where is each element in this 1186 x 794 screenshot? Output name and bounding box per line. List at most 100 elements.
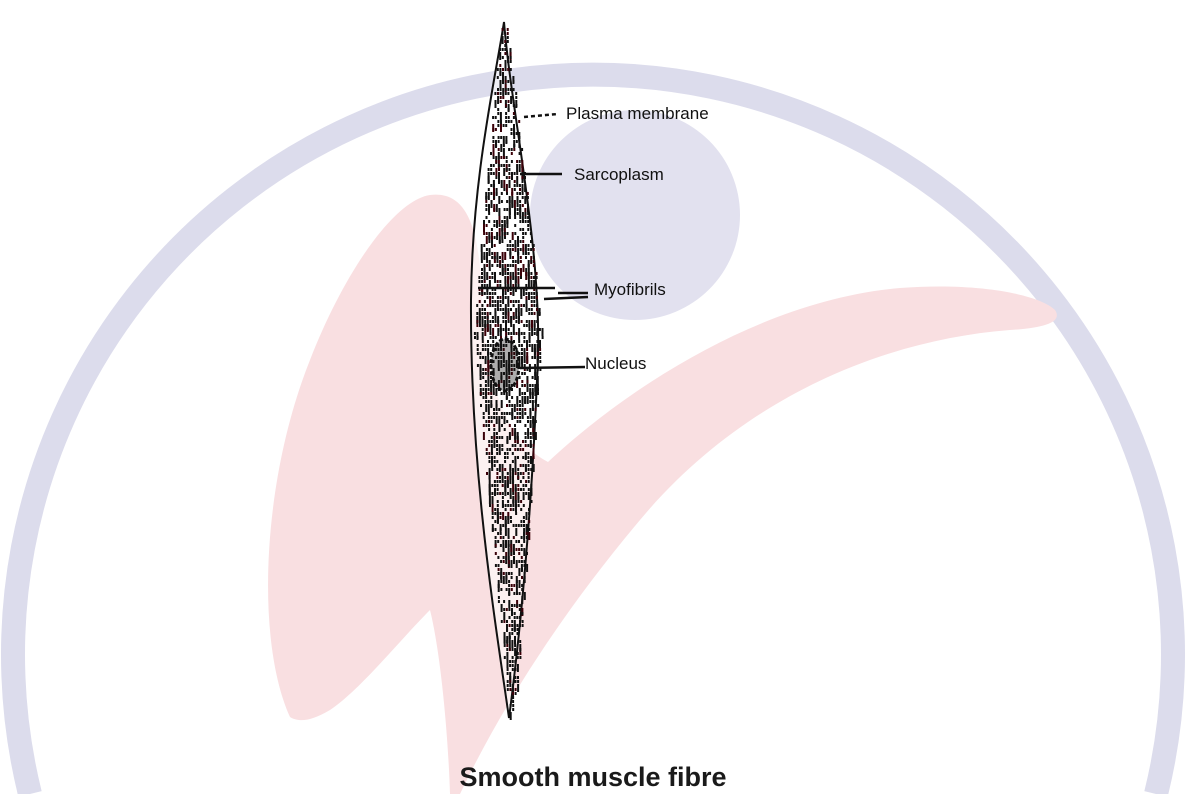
fibre-speckle xyxy=(483,412,485,415)
fibre-speckle xyxy=(498,416,500,424)
fibre-speckle xyxy=(479,352,481,355)
fibre-speckle xyxy=(496,256,498,259)
fibre-speckle xyxy=(488,444,490,447)
fibre-speckle xyxy=(530,272,532,275)
fibre-speckle xyxy=(506,440,508,443)
fibre-speckle xyxy=(511,572,513,575)
fibre-speckle xyxy=(505,68,507,71)
fibre-speckle xyxy=(525,440,527,443)
fibre-speckle xyxy=(532,408,534,411)
fibre-speckle xyxy=(512,264,514,267)
fibre-speckle xyxy=(522,400,524,403)
fibre-speckle xyxy=(523,540,525,543)
fibre-speckle xyxy=(518,344,520,347)
fibre-speckle xyxy=(506,404,508,407)
fibre-speckle xyxy=(477,344,479,347)
fibre-speckle xyxy=(529,336,531,339)
fibre-speckle xyxy=(503,572,505,575)
fibre-speckle xyxy=(527,196,529,199)
fibre-speckle xyxy=(509,624,511,627)
fibre-speckle xyxy=(488,456,490,459)
fibre-speckle xyxy=(481,276,483,279)
fibre-speckle xyxy=(510,276,512,279)
fibre-speckle xyxy=(519,188,521,191)
fibre-speckle xyxy=(516,164,518,172)
fibre-speckle xyxy=(498,156,500,159)
fibre-speckle xyxy=(509,688,511,691)
fibre-speckle xyxy=(507,36,509,39)
fibre-speckle xyxy=(527,428,529,436)
fibre-speckle xyxy=(486,472,488,475)
fibre-speckle xyxy=(508,608,510,611)
fibre-speckle xyxy=(483,256,485,259)
fibre-speckle xyxy=(522,464,524,467)
fibre-speckle xyxy=(494,244,496,247)
fibre-speckle xyxy=(503,148,505,156)
fibre-speckle xyxy=(485,368,487,371)
fibre-speckle xyxy=(514,660,516,663)
fibre-speckle xyxy=(512,660,514,663)
fibre-speckle xyxy=(509,436,511,439)
fibre-speckle xyxy=(499,428,501,431)
fibre-speckle xyxy=(533,300,535,303)
fibre-speckle xyxy=(529,392,531,395)
fibre-speckle xyxy=(500,304,502,307)
fibre-speckle xyxy=(531,356,533,359)
fibre-speckle xyxy=(513,332,515,335)
fibre-speckle xyxy=(519,640,521,643)
fibre-speckle xyxy=(509,200,511,203)
fibre-speckle xyxy=(508,592,510,595)
fibre-speckle xyxy=(517,468,519,471)
fibre-speckle xyxy=(500,580,502,583)
fibre-speckle xyxy=(510,712,512,720)
fibre-speckle xyxy=(478,276,480,279)
fibre-speckle xyxy=(519,608,521,611)
fibre-speckle xyxy=(489,324,491,332)
fibre-speckle xyxy=(510,508,512,511)
fibre-speckle xyxy=(507,492,509,495)
fibre-speckle xyxy=(477,364,479,367)
fibre-speckle xyxy=(504,476,506,479)
fibre-speckle xyxy=(511,160,513,163)
fibre-speckle xyxy=(508,328,510,331)
fibre-speckle xyxy=(528,312,530,315)
fibre-speckle xyxy=(517,628,519,631)
fibre-speckle xyxy=(495,528,497,531)
fibre-speckle xyxy=(507,40,509,43)
fibre-speckle xyxy=(505,540,507,548)
fibre-speckle xyxy=(499,436,501,439)
fibre-speckle xyxy=(521,568,523,571)
fibre-speckle xyxy=(491,272,493,275)
fibre-speckle xyxy=(498,572,500,575)
fibre-speckle xyxy=(536,320,538,323)
fibre-speckle xyxy=(497,324,499,327)
fibre-speckle xyxy=(494,480,496,483)
fibre-speckle xyxy=(508,164,510,167)
fibre-speckle xyxy=(502,536,504,539)
fibre-speckle xyxy=(485,196,487,199)
fibre-speckle xyxy=(502,496,504,499)
fibre-speckle xyxy=(517,440,519,443)
fibre-speckle xyxy=(521,556,523,559)
fibre-speckle xyxy=(494,464,496,467)
fibre-speckle xyxy=(522,212,524,220)
fibre-speckle xyxy=(504,656,506,659)
fibre-speckle xyxy=(520,500,522,503)
fibre-speckle xyxy=(522,180,524,183)
fibre-speckle xyxy=(509,616,511,619)
fibre-speckle xyxy=(506,168,508,171)
fibre-speckle xyxy=(524,184,526,192)
fibre-speckle xyxy=(496,452,498,455)
fibre-speckle xyxy=(489,492,491,495)
fibre-speckle xyxy=(526,524,528,532)
fibre-speckle xyxy=(506,588,508,591)
fibre-speckle xyxy=(488,388,490,391)
fibre-speckle xyxy=(506,412,508,415)
fibre-speckle xyxy=(501,436,503,439)
fibre-speckle xyxy=(521,360,523,363)
fibre-speckle xyxy=(483,232,485,235)
fibre-speckle xyxy=(482,344,484,347)
fibre-speckle xyxy=(507,244,509,247)
fibre-speckle xyxy=(528,488,530,491)
fibre-speckle xyxy=(528,276,530,279)
